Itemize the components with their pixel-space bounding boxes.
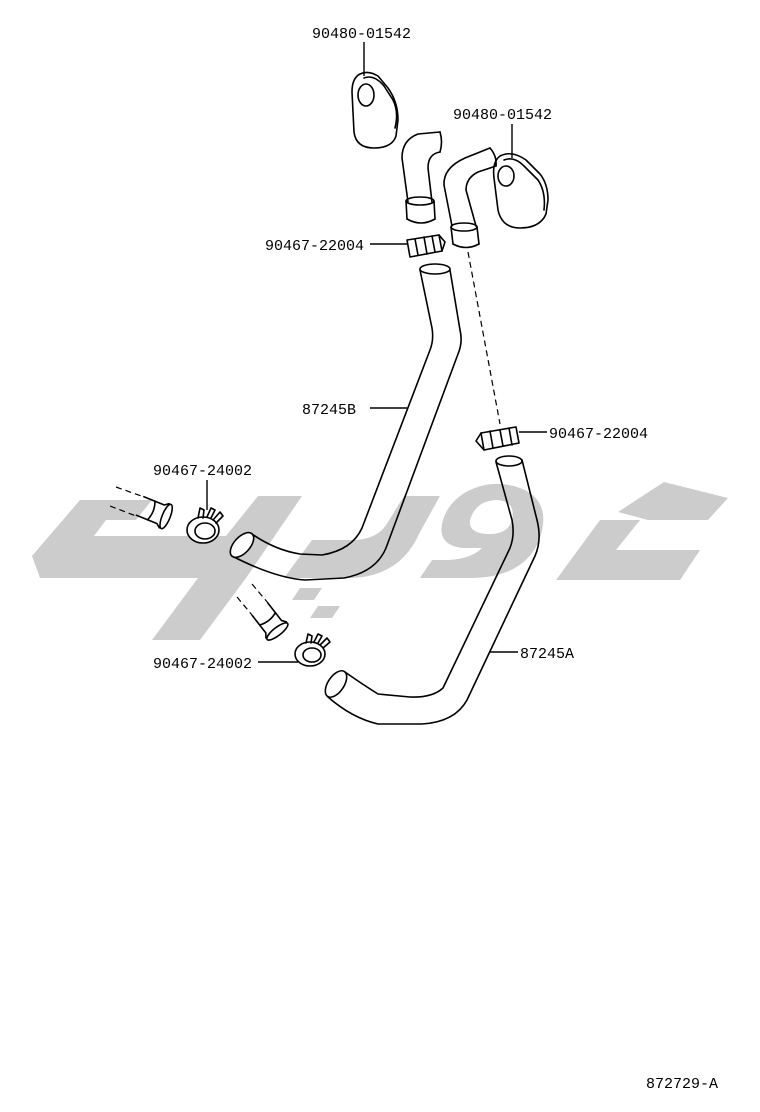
watermark-shape-middle bbox=[284, 496, 440, 578]
watermark-shape-right-bar bbox=[556, 520, 700, 580]
nipple-upper-end bbox=[159, 503, 174, 530]
label-clip-right: 90467-22004 bbox=[549, 426, 648, 443]
nipple-upper bbox=[109, 486, 174, 530]
grommet-right-hole bbox=[497, 165, 515, 187]
clip-left bbox=[406, 234, 446, 258]
label-clip-left: 90467-22004 bbox=[265, 238, 364, 255]
nipple-upper-body bbox=[135, 495, 174, 530]
label-clamp-upper: 90467-24002 bbox=[153, 463, 252, 480]
nipple-lower-extension-lines bbox=[236, 583, 269, 616]
hose-87245a-inner-edge bbox=[344, 461, 514, 698]
label-diagram-id: 872729-A bbox=[646, 1076, 718, 1093]
alignment-dashed-line bbox=[467, 251, 501, 425]
nipple-lower-edges bbox=[251, 602, 288, 639]
clamp-lower bbox=[294, 633, 331, 667]
pipe-short-right-end bbox=[489, 147, 497, 167]
label-hose-a: 87245A bbox=[520, 646, 574, 663]
hose-87245a bbox=[324, 455, 540, 725]
nipple-lower-end bbox=[266, 622, 289, 641]
pipe-short-left-inner-edge bbox=[427, 151, 441, 203]
leader-lines bbox=[206, 42, 547, 663]
hose-87245b-bottom-end bbox=[229, 531, 255, 559]
grommet-top-rim bbox=[363, 76, 398, 129]
watermark-dot-2 bbox=[310, 606, 340, 618]
label-grommet-top: 90480-01542 bbox=[312, 26, 411, 43]
pipe-short-right bbox=[443, 147, 497, 249]
nipple-lower-ridge bbox=[258, 611, 277, 626]
grommet-top-hole bbox=[357, 83, 375, 107]
clip-right-slots bbox=[489, 427, 513, 449]
label-grommet-right: 90480-01542 bbox=[453, 107, 552, 124]
pipe-short-right-collar-sides bbox=[450, 226, 480, 245]
pipe-short-right-collar-top bbox=[450, 222, 478, 232]
watermark-dot-1 bbox=[292, 588, 322, 600]
grommet-right-body bbox=[492, 152, 549, 229]
nipple-lower bbox=[236, 583, 289, 641]
grommet-top-body bbox=[351, 71, 399, 149]
hose-87245a-outer-edge bbox=[327, 459, 540, 725]
hose-87245b-inner-edge bbox=[251, 269, 434, 556]
label-clamp-lower: 90467-24002 bbox=[153, 656, 252, 673]
watermark-shape-tail bbox=[152, 578, 246, 640]
hose-87245a-bottom-end bbox=[324, 669, 348, 699]
pipe-short-left bbox=[401, 131, 443, 224]
watermark-shape-right-top bbox=[618, 482, 728, 520]
clamp-upper-ring-inner bbox=[194, 522, 216, 540]
clamp-upper bbox=[186, 507, 224, 544]
clamp-lower-tabs bbox=[305, 633, 331, 649]
hose-87245b-outer-edge bbox=[231, 269, 462, 581]
clip-right bbox=[475, 426, 520, 451]
grommet-right-rim bbox=[503, 158, 546, 211]
label-hose-b: 87245B bbox=[302, 402, 356, 419]
nipple-upper-extension-lines bbox=[109, 486, 145, 517]
callout-labels: 90480-01542 90480-01542 90467-22004 8724… bbox=[153, 26, 718, 1093]
clip-right-tab bbox=[475, 432, 485, 451]
watermark-logo bbox=[32, 482, 728, 640]
pipe-short-left-collar-bottom bbox=[406, 218, 436, 224]
nipple-upper-edges bbox=[135, 495, 170, 529]
watermark-shape-loop bbox=[420, 483, 544, 578]
grommet-top bbox=[351, 71, 399, 149]
nipple-lower-body bbox=[251, 602, 289, 641]
grommet-right bbox=[492, 152, 549, 229]
pipe-short-right-inner-edge bbox=[465, 165, 497, 227]
pipe-short-left-collar-top bbox=[405, 196, 435, 206]
pipe-short-left-end bbox=[439, 131, 443, 153]
clamp-lower-ring-inner bbox=[302, 647, 322, 663]
pipe-short-left-outer-edge bbox=[401, 131, 441, 203]
clip-left-slots bbox=[414, 235, 436, 256]
hose-87245a-top-end bbox=[495, 455, 523, 467]
pipe-short-left-collar-sides bbox=[405, 200, 436, 220]
hose-87245b-top-end bbox=[419, 263, 451, 275]
nipple-upper-ridge bbox=[146, 500, 156, 521]
hose-87245b bbox=[229, 263, 462, 581]
clip-left-tab bbox=[438, 234, 446, 252]
pipe-short-right-collar-bottom bbox=[452, 243, 480, 249]
pipe-short-right-outer-edge bbox=[443, 147, 491, 227]
clamp-upper-tabs bbox=[197, 507, 224, 524]
